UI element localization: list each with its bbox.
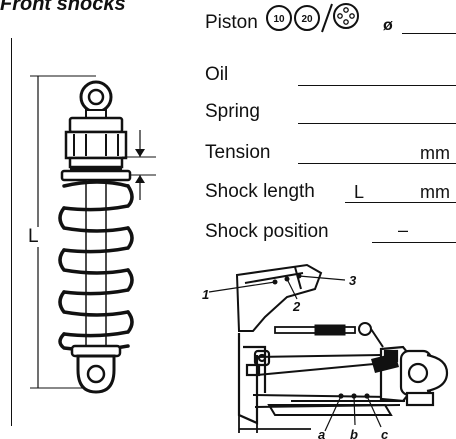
piston-diameter-symbol: ø [383,17,393,34]
piston-label: Piston [205,12,258,33]
shock-length-field-label: Shock length [205,181,315,202]
steering-block [371,353,399,373]
piston-1-hole-icon: 10 [266,5,292,31]
shock-cap [68,116,124,134]
oil-label: Oil [205,64,229,85]
upper-position-1: 1 [202,287,209,302]
section-title: Front shocks [0,0,126,15]
shock-length-unit: mm [420,182,450,202]
tension-label: Tension [205,142,271,163]
shock-position-label: Shock position [205,221,329,242]
shock-top-eyelet [79,80,113,119]
lower-position-b: b [350,427,358,439]
shock-spring [58,180,134,352]
oil-value-line [298,85,456,86]
piston-1-hole-label: 10 [273,14,285,25]
tension-unit: mm [420,143,450,163]
lower-position-a: a [318,427,325,439]
piston-2-hole-label: 20 [301,14,313,25]
piston-4-hole-icon [333,3,359,29]
shock-length-prefix: L [354,182,365,202]
shock-length-value-line [345,202,456,203]
shock-position-value: – [398,220,409,240]
spring-label: Spring [205,101,260,122]
upper-leader-lines [208,275,346,300]
upper-link [274,322,384,348]
shock-length-label: L [26,226,41,247]
shock-position-value-line [372,242,456,243]
piston-type-icons: 10 20 [266,3,359,33]
lower-mount-holes [338,393,370,399]
page-border [11,38,12,426]
lower-arm [252,354,405,416]
tension-value-line [298,163,456,164]
shock-tower [235,263,323,332]
upper-position-3: 3 [349,273,357,288]
slash-divider [321,3,333,33]
chassis-bottom [238,415,311,433]
shock-absorber-illustration [30,75,156,394]
piston-value-line [402,33,456,34]
shock-bottom-eyelet [76,354,116,394]
upper-position-2: 2 [292,299,301,314]
front-bulkhead [237,333,271,425]
piston-2-hole-icon: 20 [294,5,320,31]
lower-position-c: c [381,427,389,439]
shock-body [64,130,128,171]
shock-position-diagram: 1 2 3 [202,263,449,439]
tension-dimension [122,130,156,200]
spring-value-line [298,123,456,124]
lower-leader-lines [324,395,382,432]
